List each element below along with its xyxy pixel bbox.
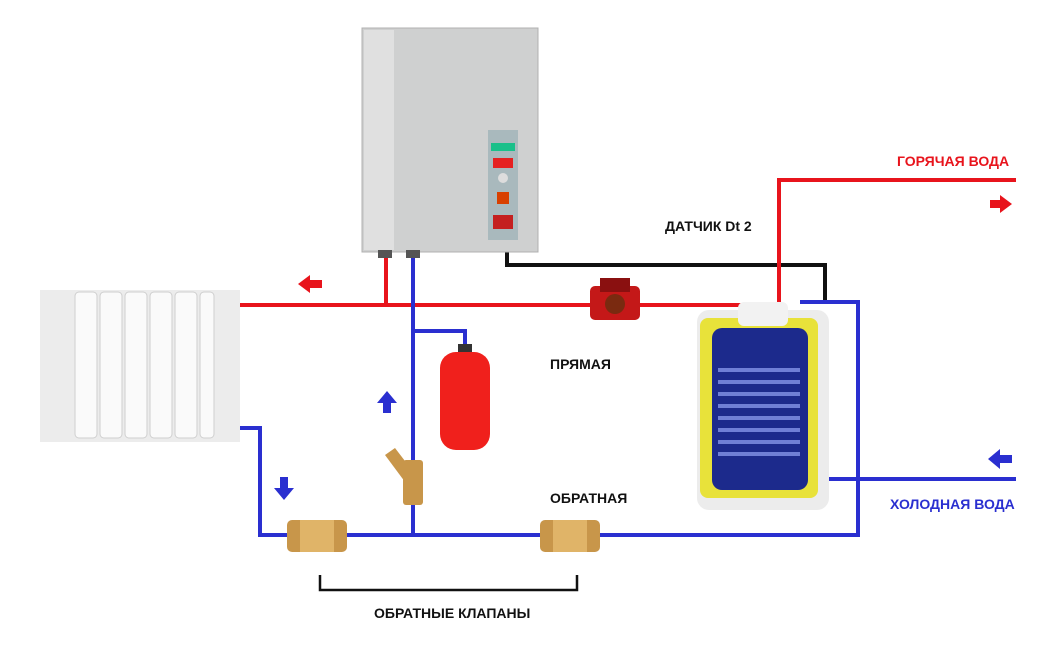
- check-valve: [540, 520, 600, 552]
- expansion-tank: [440, 344, 490, 450]
- expansion-branch-pipe: [413, 329, 467, 350]
- check-valves-label: ОБРАТНЫЕ КЛАПАНЫ: [374, 605, 530, 621]
- arrow-left-icon: [298, 275, 322, 293]
- electric-boiler: [361, 27, 539, 258]
- arrow-right-icon: [990, 195, 1012, 213]
- sensor-wire: [505, 250, 827, 302]
- radiator: [40, 290, 240, 442]
- indirect-water-heater: [697, 302, 829, 510]
- arrow-left-icon: [988, 449, 1012, 469]
- hot-water-label: ГОРЯЧАЯ ВОДА: [897, 153, 1009, 169]
- check-valve: [287, 520, 347, 552]
- check-valves-bracket: [318, 575, 579, 592]
- arrow-down-icon: [274, 477, 294, 500]
- hot-water-outlet-pipe: [777, 178, 1016, 305]
- supply-label: ПРЯМАЯ: [550, 356, 611, 372]
- cold-water-label: ХОЛОДНАЯ ВОДА: [890, 496, 1015, 512]
- sensor-label: ДАТЧИК Dt 2: [665, 218, 752, 234]
- return-label: ОБРАТНАЯ: [550, 490, 627, 506]
- circulation-pump: [590, 278, 640, 320]
- arrow-up-icon: [377, 391, 397, 413]
- y-filter: [385, 448, 423, 505]
